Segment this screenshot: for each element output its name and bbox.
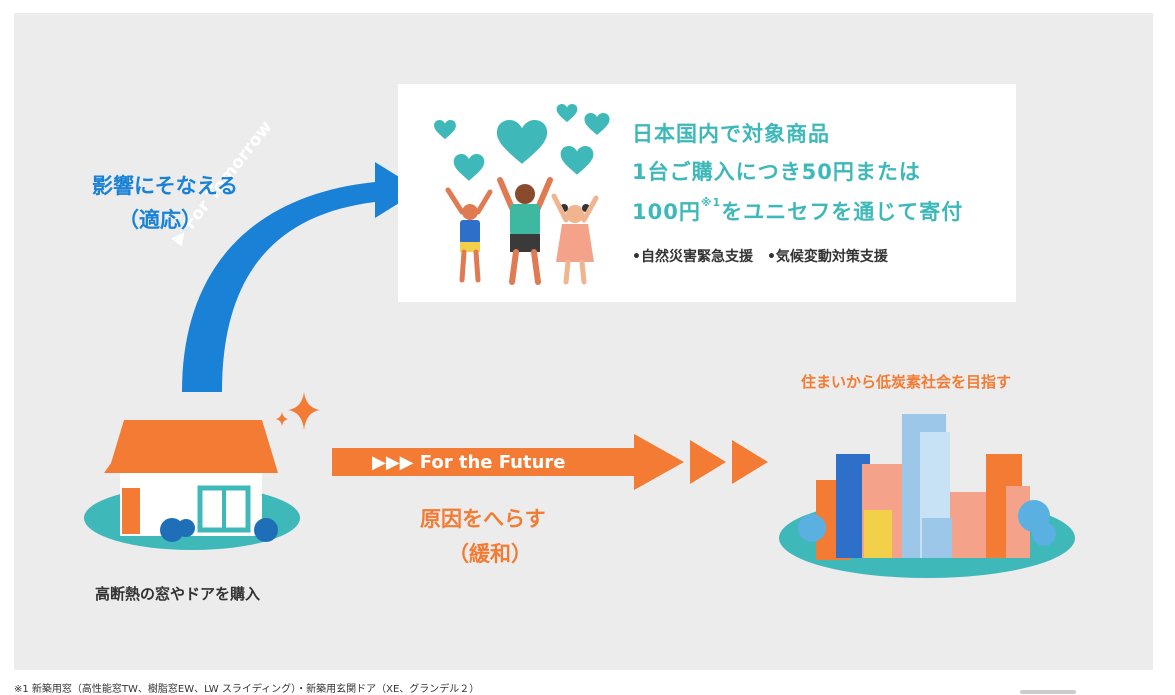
- message-amount: 100円: [632, 200, 701, 224]
- message-rest: をユニセフを通じて寄付: [721, 200, 964, 224]
- blue-curved-arrow: [182, 162, 420, 392]
- mitigation-title: 原因をへらす: [420, 507, 546, 531]
- city-label: 住まいから低炭素社会を目指す: [801, 373, 1012, 391]
- footnote-marker: ※1: [700, 196, 722, 209]
- footnote: ※1 新築用窓（高性能窓TW、樹脂窓EW、LW スライディング）・新築用玄関ドア…: [14, 684, 480, 695]
- mitigation-subtitle: （緩和）: [448, 542, 532, 566]
- support-bullets: •自然災害緊急支援 •気候変動対策支援: [632, 249, 888, 265]
- sparkle-icon: [276, 392, 320, 430]
- children-illustration: [445, 177, 599, 285]
- adaptation-subtitle: （適応）: [118, 208, 202, 232]
- heart-icon: [434, 120, 456, 140]
- city-illustration: [779, 414, 1075, 578]
- orange-arrow: [332, 434, 768, 490]
- scrollbar[interactable]: [1020, 690, 1076, 694]
- future-label: ▶▶▶ For the Future: [372, 452, 566, 473]
- purchase-label: 高断熱の窓やドアを購入: [95, 585, 261, 603]
- heart-icon: [453, 154, 485, 181]
- heart-icon: [584, 113, 610, 135]
- adaptation-title: 影響にそなえる: [92, 174, 238, 198]
- heart-icon: [560, 146, 594, 175]
- heart-icon: [556, 104, 578, 123]
- donation-card: [398, 84, 1016, 302]
- message-line-3: 100円※1をユニセフを通じて寄付: [632, 196, 963, 226]
- message-line-1: 日本国内で対象商品: [632, 122, 830, 146]
- heart-icon: [496, 120, 548, 164]
- message-line-2: 1台ご購入につき50円または: [632, 160, 921, 184]
- house-illustration: [84, 420, 300, 550]
